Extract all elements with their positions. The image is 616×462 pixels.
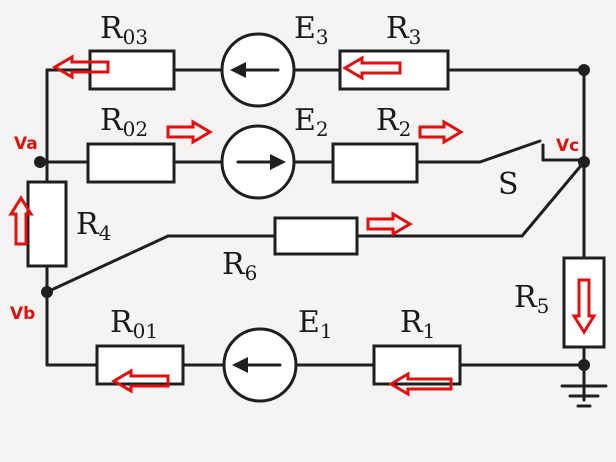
- label-r5-sub: 5: [536, 294, 550, 318]
- e1-direction-arrow-icon: [232, 357, 248, 373]
- label-r6-sub: 6: [244, 261, 258, 285]
- current-arrow-r03-icon: [52, 54, 110, 80]
- label-r4: R4: [76, 207, 112, 245]
- label-r3: R3: [386, 11, 422, 49]
- switch-blade: [478, 139, 542, 164]
- source-e1: [222, 327, 298, 403]
- label-r6-main: R: [222, 247, 245, 282]
- label-r03-main: R: [100, 11, 123, 46]
- label-e3-main: E: [294, 11, 316, 46]
- label-r03: R03: [100, 11, 149, 49]
- label-e1: E1: [298, 305, 333, 343]
- ground-icon: [560, 384, 608, 408]
- label-e3-sub: 3: [315, 25, 329, 49]
- current-arrow-r2-icon: [418, 119, 464, 145]
- node-va-dot: [34, 156, 46, 168]
- resistor-r4: [26, 180, 68, 268]
- node-label-vc: Vc: [556, 136, 580, 156]
- resistor-r2: [331, 142, 419, 184]
- label-r1: R1: [400, 305, 436, 343]
- current-arrows: [8, 54, 597, 397]
- label-r3-main: R: [386, 11, 409, 46]
- label-e2-sub: 2: [315, 117, 329, 141]
- label-r01-sub: 01: [132, 319, 159, 343]
- node-top-right-dot: [578, 64, 590, 76]
- resistor-r01: [95, 344, 185, 386]
- current-arrow-r01-icon: [111, 368, 170, 394]
- label-r3-sub: 3: [408, 25, 422, 49]
- node-vb-dot: [41, 286, 53, 298]
- resistor-r6: [273, 216, 359, 256]
- node-vc-dot: [578, 156, 590, 168]
- wire-r6-diagonal-right: [520, 160, 586, 238]
- label-switch-s: S: [498, 170, 519, 200]
- current-arrow-r6-icon: [366, 211, 413, 237]
- source-e2: [220, 124, 296, 200]
- label-r03-sub: 03: [122, 25, 149, 49]
- label-r01-main: R: [110, 305, 133, 340]
- current-arrow-r1-icon: [388, 371, 453, 397]
- source-e3: [220, 32, 296, 108]
- wire-r6-diagonal-left: [45, 234, 170, 294]
- label-r01: R01: [110, 305, 159, 343]
- label-r2-sub: 2: [398, 117, 412, 141]
- resistor-r02: [86, 142, 176, 184]
- label-e3: E3: [294, 11, 329, 49]
- e3-direction-arrow-icon: [230, 62, 246, 78]
- label-r1-main: R: [400, 305, 423, 340]
- label-e2: E2: [294, 103, 329, 141]
- current-arrow-r3-icon: [342, 55, 402, 81]
- node-label-va: Va: [14, 134, 38, 154]
- label-r02-main: R: [100, 103, 123, 138]
- label-r2-main: R: [376, 103, 399, 138]
- label-e1-main: E: [298, 305, 320, 340]
- label-r02: R02: [100, 103, 149, 141]
- label-r1-sub: 1: [422, 319, 436, 343]
- label-r5-main: R: [514, 280, 537, 315]
- label-s-main: S: [498, 167, 519, 202]
- label-r4-main: R: [76, 207, 99, 242]
- node-label-vb: Vb: [10, 304, 36, 324]
- resistor-r3: [338, 49, 450, 91]
- label-r02-sub: 02: [122, 117, 149, 141]
- e2-direction-arrow-icon: [270, 154, 286, 170]
- current-arrow-r02-icon: [166, 119, 213, 145]
- label-e1-sub: 1: [319, 319, 333, 343]
- wires: [38, 68, 586, 402]
- label-r6: R6: [222, 247, 258, 285]
- current-arrow-r5-icon: [571, 278, 597, 335]
- label-r2: R2: [376, 103, 412, 141]
- node-bottom-right-dot: [578, 359, 590, 371]
- label-e2-main: E: [294, 103, 316, 138]
- resistor-r03: [88, 49, 176, 91]
- current-arrow-r4-icon: [8, 195, 34, 246]
- label-r5: R5: [514, 280, 550, 318]
- label-r4-sub: 4: [98, 221, 112, 245]
